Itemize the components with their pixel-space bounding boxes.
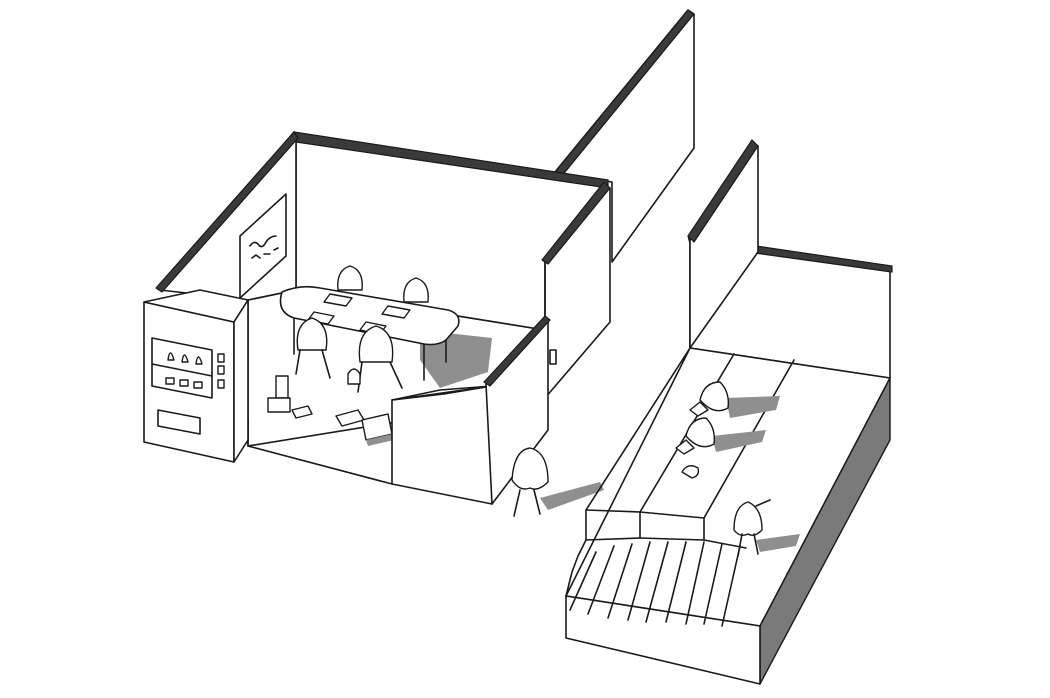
tier-object	[681, 465, 700, 479]
seated-person	[337, 265, 363, 291]
staircase	[565, 539, 741, 627]
tier-person	[689, 381, 780, 418]
laptop	[381, 305, 411, 319]
seated-person	[347, 325, 403, 393]
floor-items	[267, 375, 394, 446]
tier-person-standing	[733, 499, 800, 557]
seated-person	[403, 277, 429, 303]
tier-person	[675, 417, 766, 455]
tiered-seating-platform	[565, 347, 891, 685]
wall-poster	[239, 193, 287, 299]
standing-person	[511, 447, 604, 517]
vending-machine	[143, 289, 249, 463]
door-handle	[549, 349, 557, 365]
laptop	[323, 293, 353, 307]
dispenser-slot	[157, 409, 201, 435]
seated-person	[295, 317, 331, 379]
front-low-wall	[483, 315, 551, 505]
front-partition	[391, 385, 493, 505]
tiered-seating-back-wall	[687, 139, 893, 379]
bottle	[275, 375, 289, 399]
